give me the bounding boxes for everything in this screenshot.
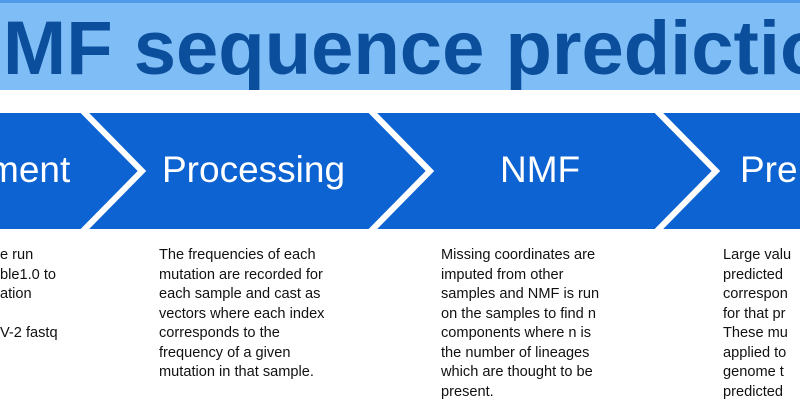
stage-label-processing: Processing: [162, 149, 346, 190]
diagram-title: NMF sequence prediction: [0, 6, 800, 91]
description-line: These mu: [723, 325, 788, 341]
stage-description-experiment: e run ble1.0 to ation V-2 fastq: [0, 246, 80, 344]
description-line: which are thought to be: [441, 364, 593, 380]
description-line: components where n is: [441, 325, 592, 341]
description-line: The frequencies of each: [159, 247, 316, 263]
description-line: predicted: [723, 383, 784, 400]
description-line: correspon: [723, 286, 788, 302]
chevron-stage-4: [648, 107, 800, 235]
description-line: each sample and cast as: [159, 286, 321, 302]
description-line: present.: [441, 383, 494, 400]
description-line: for that pr: [723, 305, 786, 322]
description-line: applied to: [723, 344, 787, 361]
description-line: Missing coordinates are: [441, 247, 596, 263]
description-line: vectors where each index: [159, 305, 325, 322]
description-line: e run: [0, 247, 34, 263]
stage-label-experiment: ment: [0, 149, 71, 190]
description-line: corresponds to the: [159, 325, 280, 341]
description-line: samples and NMF is run: [441, 286, 600, 302]
stage-label-prediction: Pre: [740, 149, 798, 190]
description-line: predicted: [723, 266, 784, 283]
description-line: mutation in that sample.: [159, 364, 314, 380]
stage-description-nmf: Missing coordinates are imputed from oth…: [441, 246, 656, 402]
stage-label-nmf: NMF: [500, 149, 581, 190]
description-line: mutation are recorded for: [159, 266, 323, 283]
description-line: frequency of a given: [159, 344, 291, 361]
stage-description-prediction: Large valu predicted correspon for that …: [723, 246, 800, 402]
description-line: imputed from other: [441, 266, 564, 283]
description-line: the number of lineages: [441, 344, 590, 361]
description-line: V-2 fastq: [0, 325, 58, 341]
title-banner: NMF sequence prediction: [0, 0, 800, 90]
description-line: genome t: [723, 364, 784, 380]
description-line: ation: [0, 286, 32, 302]
description-line: [0, 305, 80, 325]
description-line: Large valu: [723, 247, 792, 263]
description-line: ble1.0 to: [0, 266, 56, 283]
description-line: on the samples to find n: [441, 305, 596, 322]
stage-description-processing: The frequencies of each mutation are rec…: [159, 246, 374, 383]
